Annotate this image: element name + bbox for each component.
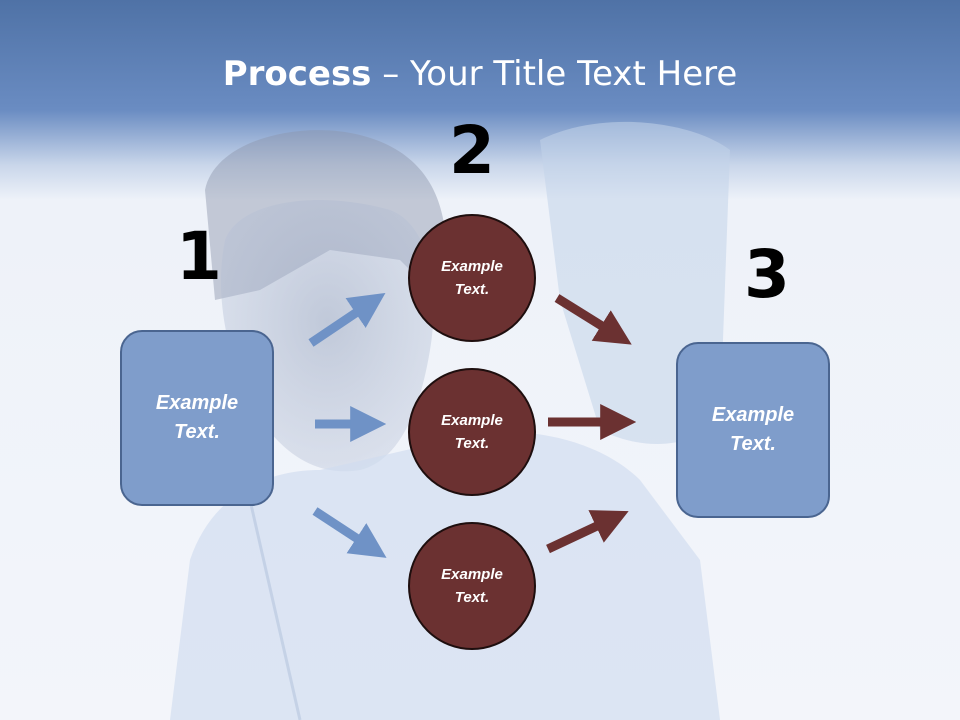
step-number-2: 2 bbox=[449, 112, 495, 189]
circle-bottom: Example Text. bbox=[408, 522, 536, 650]
right-box: Example Text. bbox=[676, 342, 830, 518]
slide-title: Process – Your Title Text Here bbox=[0, 52, 960, 96]
circle-middle: Example Text. bbox=[408, 368, 536, 496]
circle-middle-text: Example Text. bbox=[441, 412, 503, 452]
left-box-text: Example Text. bbox=[155, 392, 239, 443]
arrow-left-to-top bbox=[308, 292, 386, 347]
arrow-bottom-to-right bbox=[546, 510, 629, 554]
circle-top-text: Example Text. bbox=[441, 258, 503, 298]
step-number-1: 1 bbox=[176, 218, 222, 295]
left-box: Example Text. bbox=[120, 330, 274, 506]
right-box-text: Example Text. bbox=[711, 404, 795, 455]
title-rest: – Your Title Text Here bbox=[371, 54, 738, 94]
step-number-3: 3 bbox=[744, 236, 790, 313]
title-bold: Process bbox=[222, 54, 372, 94]
circle-bottom-text: Example Text. bbox=[441, 566, 503, 606]
arrow-top-to-right bbox=[554, 294, 632, 345]
arrow-left-to-bottom bbox=[312, 507, 387, 558]
circle-top: Example Text. bbox=[408, 214, 536, 342]
